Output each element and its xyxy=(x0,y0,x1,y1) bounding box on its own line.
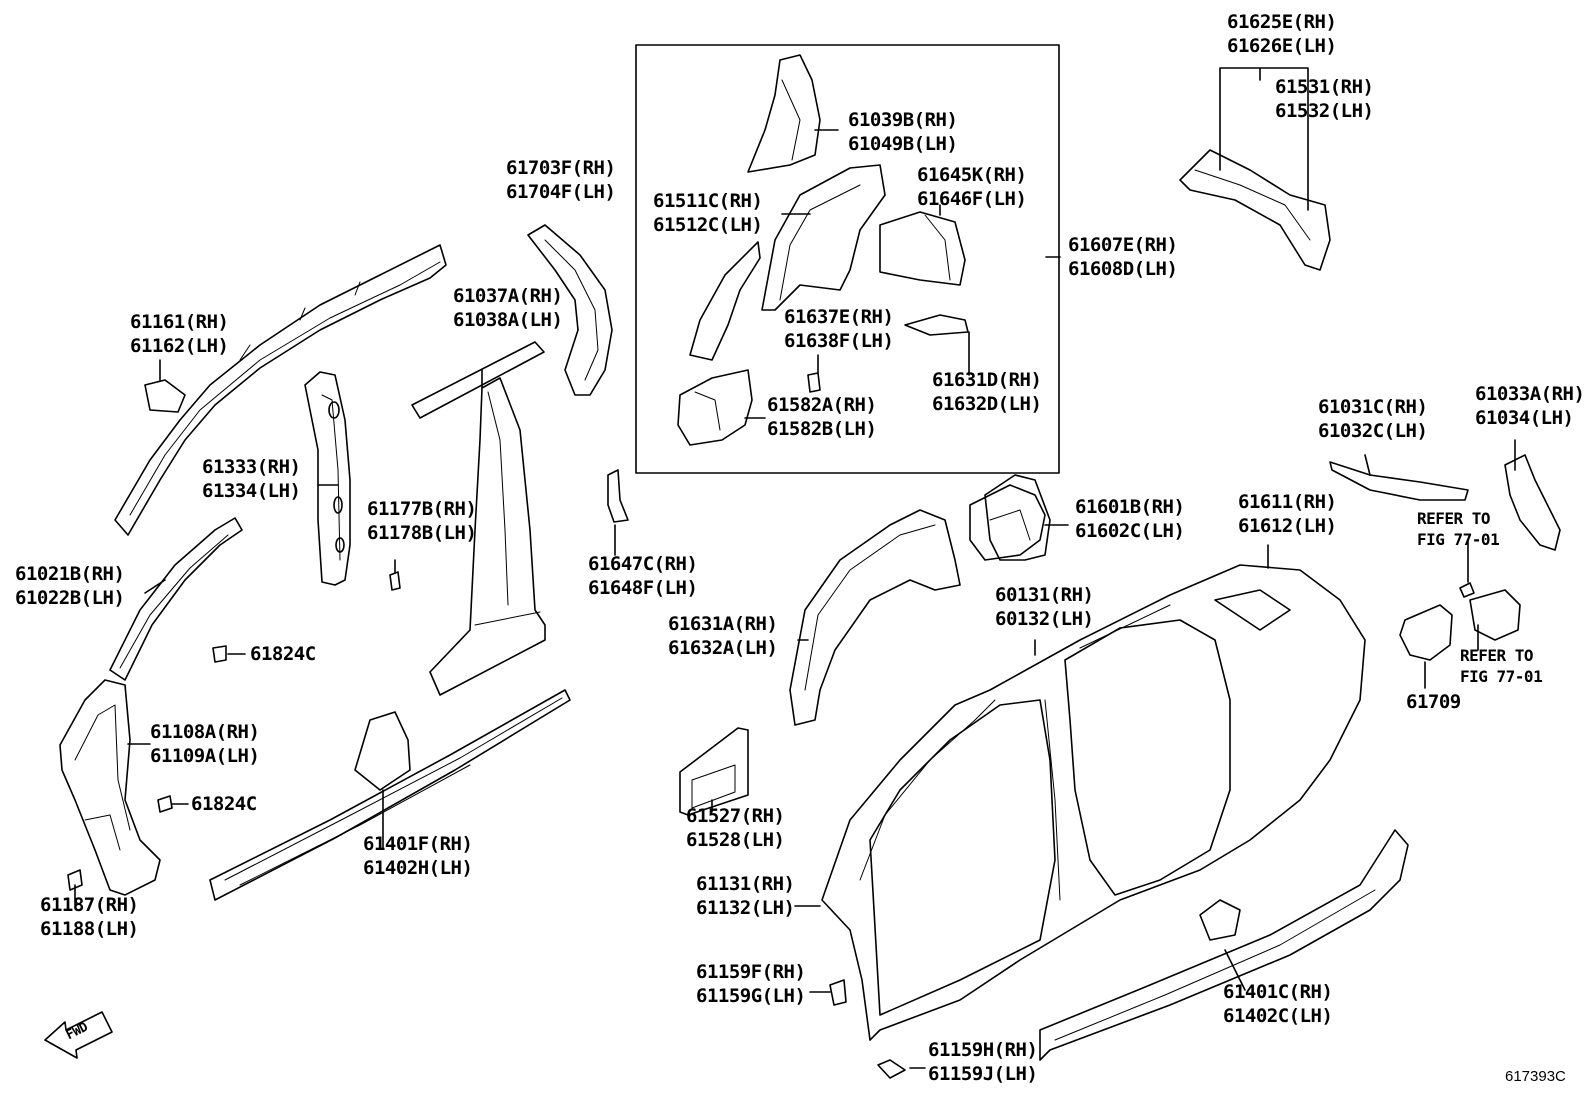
inset-wheelhouse-outer-part xyxy=(879,211,966,286)
callout-61531[interactable]: 61531(RH)61532(LH) xyxy=(1275,76,1374,122)
callout-61159h[interactable]: 61159H(RH)61159J(LH) xyxy=(928,1039,1038,1085)
b-pillar-outer-part xyxy=(411,341,546,696)
callout-61647c[interactable]: 61647C(RH)61648F(LH) xyxy=(588,553,698,599)
callout-61031c[interactable]: 61031C(RH)61032C(LH) xyxy=(1318,396,1428,442)
rocker-inner-part xyxy=(209,689,571,901)
callout-61159f[interactable]: 61159F(RH)61159G(LH) xyxy=(696,961,806,1007)
clip-61824c-2 xyxy=(157,795,173,813)
diagram-code: 617393C xyxy=(1505,1068,1566,1085)
callout-61039b[interactable]: 61039B(RH)61049B(LH) xyxy=(848,109,958,155)
clip-61824c-1 xyxy=(212,645,227,663)
callout-61401f[interactable]: 61401F(RH)61402H(LH) xyxy=(363,833,473,879)
inset-lower-extension-part xyxy=(677,369,753,446)
b-pillar-inner-part xyxy=(304,371,351,586)
callout-61037a[interactable]: 61037A(RH)61038A(LH) xyxy=(453,285,563,331)
callout-61601b[interactable]: 61601B(RH)61602C(LH) xyxy=(1075,496,1185,542)
callout-61108a[interactable]: 61108A(RH)61109A(LH) xyxy=(150,721,260,767)
callout-61824c-1[interactable]: 61824C xyxy=(250,643,316,665)
leader-lines xyxy=(74,67,1516,1069)
callout-61709[interactable]: 61709 xyxy=(1406,691,1461,713)
callout-61527[interactable]: 61527(RH)61528(LH) xyxy=(686,805,785,851)
callout-60131[interactable]: 60131(RH)60132(LH) xyxy=(995,584,1094,630)
callout-61401c[interactable]: 61401C(RH)61402C(LH) xyxy=(1223,981,1333,1027)
callout-61177b[interactable]: 61177B(RH)61178B(LH) xyxy=(367,498,477,544)
clip-61159f xyxy=(829,979,847,1006)
callout-61187[interactable]: 61187(RH)61188(LH) xyxy=(40,894,139,940)
inset-side-brace-part xyxy=(689,241,761,361)
callout-61333[interactable]: 61333(RH)61334(LH) xyxy=(202,456,301,502)
clip-61159h xyxy=(877,1059,906,1079)
inset-box xyxy=(635,44,1060,474)
quarter-upper-bracket-part xyxy=(527,224,613,396)
a-pillar-upper-part xyxy=(109,517,243,681)
roof-side-rail-part xyxy=(114,244,447,536)
reinforcement-plate-part xyxy=(679,727,749,816)
clip-61177b xyxy=(389,571,401,591)
quarter-extension-part xyxy=(984,474,1051,561)
callout-61131[interactable]: 61131(RH)61132(LH) xyxy=(696,873,795,919)
roof-brace-part xyxy=(1329,461,1469,501)
callout-61637e[interactable]: 61637E(RH)61638F(LH) xyxy=(784,306,894,352)
callout-61607e[interactable]: 61607E(RH)61608D(LH) xyxy=(1068,234,1178,280)
callout-61631d[interactable]: 61631D(RH)61632D(LH) xyxy=(932,369,1042,415)
callout-61033a[interactable]: 61033A(RH)61034(LH) xyxy=(1475,383,1585,429)
fuel-door-part xyxy=(1399,582,1521,661)
inset-inner-wheelhouse-part xyxy=(761,164,886,311)
callout-61703f[interactable]: 61703F(RH)61704F(LH) xyxy=(506,157,616,203)
quarter-bracket-part xyxy=(1504,454,1561,551)
rocker-outer-part xyxy=(1039,829,1409,1061)
inset-small-bracket-part xyxy=(807,314,969,393)
callout-61161[interactable]: 61161(RH)61162(LH) xyxy=(130,311,229,357)
inset-upper-panel-part xyxy=(747,54,821,173)
callout-61625e[interactable]: 61625E(RH)61626E(LH) xyxy=(1227,11,1337,57)
callout-61021b[interactable]: 61021B(RH)61022B(LH) xyxy=(15,563,125,609)
callout-61824c-2[interactable]: 61824C xyxy=(191,793,257,815)
small-bracket-61647c xyxy=(607,469,629,523)
side-outer-panel-part xyxy=(821,564,1366,1041)
a-pillar-lower-part xyxy=(59,679,161,896)
callout-61631a[interactable]: 61631A(RH)61632A(LH) xyxy=(668,613,778,659)
upper-back-rail-part xyxy=(1179,149,1331,271)
fwd-arrow-icon xyxy=(44,1011,113,1059)
callout-61582a[interactable]: 61582A(RH)61582B(LH) xyxy=(767,394,877,440)
rear-wheelhouse-part xyxy=(789,484,1046,726)
callout-61645k[interactable]: 61645K(RH)61646F(LH) xyxy=(917,164,1027,210)
callout-61611[interactable]: 61611(RH)61612(LH) xyxy=(1238,491,1337,537)
callout-61511c[interactable]: 61511C(RH)61512C(LH) xyxy=(653,190,763,236)
